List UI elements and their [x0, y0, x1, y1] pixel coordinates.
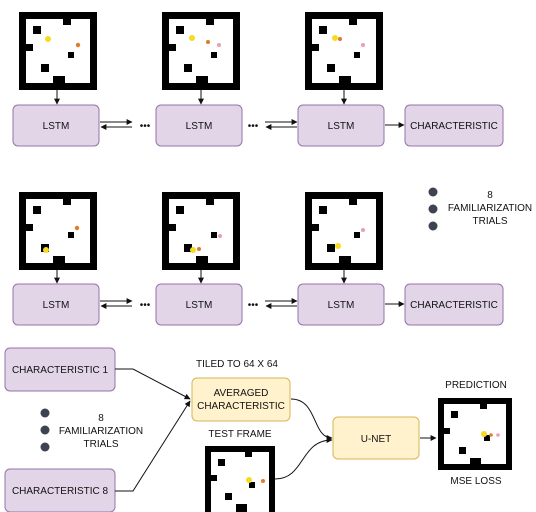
- lstm-cell: LSTM: [12, 104, 100, 147]
- maze-frame-icon: [19, 192, 97, 270]
- svg-text:U-NET: U-NET: [361, 434, 392, 445]
- bottom-section: CHARACTERISTIC 1 CHARACTERISTIC 8 8 FAMI…: [4, 347, 512, 512]
- maze-frame-icon: [438, 398, 512, 470]
- maze-frame-icon: [162, 12, 240, 90]
- svg-text:8: 8: [487, 190, 493, 201]
- svg-text:LSTM: LSTM: [43, 300, 70, 311]
- middle-row: LSTM LSTM LSTM CHARACTERISTIC ••• ••• 8 …: [12, 187, 532, 326]
- maze-frame-icon: [305, 192, 383, 270]
- svg-text:CHARACTERISTIC: CHARACTERISTIC: [197, 401, 285, 412]
- svg-text:TRIALS: TRIALS: [472, 216, 507, 227]
- arrow-icon: [274, 437, 333, 480]
- arrow-icon: [115, 368, 191, 400]
- maze-frame-icon: [205, 446, 275, 512]
- characteristic-1-box: CHARACTERISTIC 1: [4, 347, 116, 392]
- lstm-cell: LSTM: [12, 283, 100, 326]
- svg-text:8: 8: [98, 413, 104, 424]
- ellipsis: •••: [140, 300, 151, 311]
- lstm-cell: LSTM: [297, 283, 385, 326]
- characteristic-box: CHARACTERISTIC: [404, 283, 504, 326]
- svg-text:CHARACTERISTIC: CHARACTERISTIC: [410, 300, 498, 311]
- averaged-characteristic-box: AVERAGED CHARACTERISTIC: [191, 377, 291, 422]
- arrow-icon: [290, 398, 333, 441]
- unet-box: U-NET: [332, 416, 420, 460]
- svg-text:LSTM: LSTM: [328, 121, 355, 132]
- bullet-dot-icon: [428, 204, 438, 214]
- characteristic-box: CHARACTERISTIC: [404, 104, 504, 147]
- lstm-cell: LSTM: [155, 104, 243, 147]
- test-frame-label: TEST FRAME: [208, 429, 271, 440]
- trials-annotation: 8 FAMILIARIZATION TRIALS: [428, 187, 532, 231]
- lstm-cell: LSTM: [155, 283, 243, 326]
- svg-text:FAMILIARIZATION: FAMILIARIZATION: [59, 426, 143, 437]
- bullet-dot-icon: [40, 425, 50, 435]
- ellipsis: •••: [248, 300, 259, 311]
- ellipsis: •••: [248, 121, 259, 132]
- trials-annotation: 8 FAMILIARIZATION TRIALS: [40, 408, 143, 452]
- svg-text:CHARACTERISTIC 8: CHARACTERISTIC 8: [12, 486, 109, 497]
- bullet-dot-icon: [40, 408, 50, 418]
- top-row: LSTM LSTM LSTM CHARACTERISTIC ••• •••: [12, 12, 504, 147]
- bullet-dot-icon: [428, 187, 438, 197]
- ellipsis: •••: [140, 121, 151, 132]
- maze-frame-icon: [162, 192, 240, 270]
- tiled-label: TILED TO 64 X 64: [196, 359, 278, 370]
- svg-text:CHARACTERISTIC: CHARACTERISTIC: [410, 121, 498, 132]
- svg-text:TRIALS: TRIALS: [83, 439, 118, 450]
- lstm-cell: LSTM: [297, 104, 385, 147]
- svg-text:LSTM: LSTM: [186, 121, 213, 132]
- svg-text:LSTM: LSTM: [328, 300, 355, 311]
- arrow-icon: [115, 400, 191, 492]
- svg-text:LSTM: LSTM: [43, 121, 70, 132]
- prediction-label: PREDICTION: [445, 380, 507, 391]
- maze-frame-icon: [305, 12, 383, 90]
- bullet-dot-icon: [40, 442, 50, 452]
- mse-loss-label: MSE LOSS: [450, 476, 501, 487]
- svg-text:FAMILIARIZATION: FAMILIARIZATION: [448, 203, 532, 214]
- maze-frame-icon: [19, 12, 97, 90]
- bullet-dot-icon: [428, 221, 438, 231]
- svg-text:LSTM: LSTM: [186, 300, 213, 311]
- svg-text:AVERAGED: AVERAGED: [214, 388, 269, 399]
- svg-text:CHARACTERISTIC 1: CHARACTERISTIC 1: [12, 365, 109, 376]
- characteristic-8-box: CHARACTERISTIC 8: [4, 468, 116, 512]
